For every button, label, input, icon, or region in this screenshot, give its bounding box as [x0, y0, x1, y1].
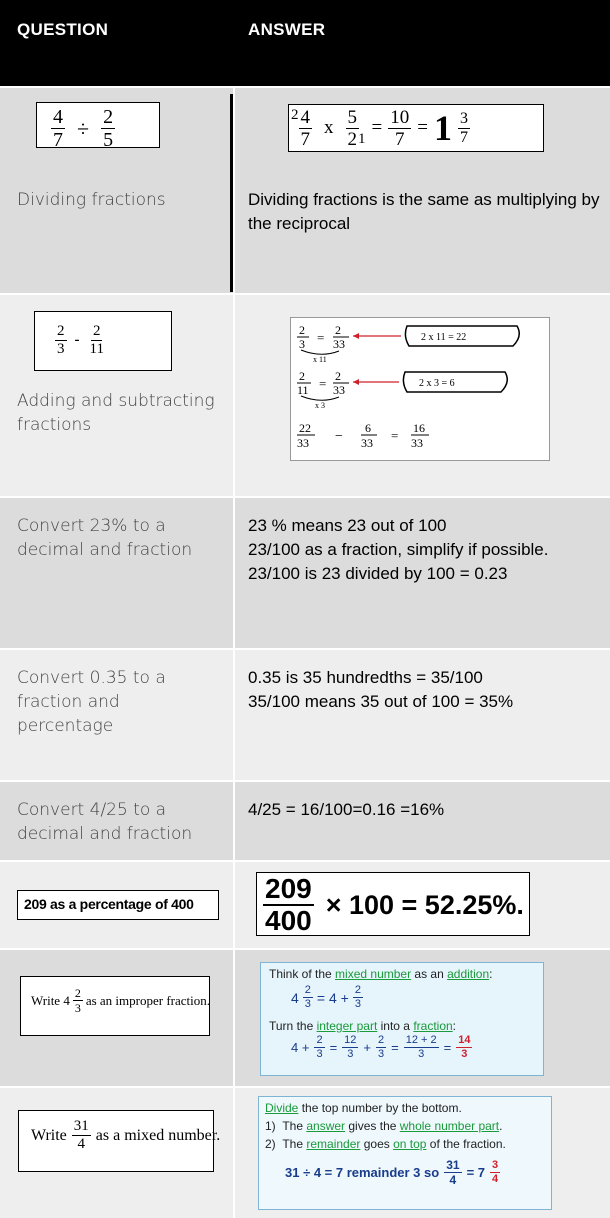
answer-image-adding: 2 3 = 2 33 x 11 2 x 11 = 22 2 11 = 2	[290, 317, 550, 461]
svg-text:2: 2	[299, 369, 305, 383]
answer-line: 4/25 = 16/100=0.16 =16%	[248, 800, 445, 819]
header-answer: ANSWER	[248, 20, 326, 39]
svg-text:16: 16	[413, 421, 425, 435]
question-text: Convert 4/25 to a decimal and fraction	[17, 800, 193, 844]
svg-text:2: 2	[335, 323, 341, 337]
answer-text: Dividing fractions is the same as multip…	[248, 190, 600, 233]
answer-line: 23 % means 23 out of 100	[248, 516, 447, 535]
answer-text: 23 % means 23 out of 100 23/100 as a fra…	[248, 514, 600, 586]
answer-line: 35/100 means 35 out of 100 = 35%	[248, 692, 514, 711]
answer-line: 23/100 is 23 divided by 100 = 0.23	[248, 564, 508, 583]
worked-example-diagram: 2 3 = 2 33 x 11 2 x 11 = 22 2 11 = 2	[297, 323, 520, 450]
header-question: QUESTION	[17, 20, 109, 39]
svg-text:=: =	[319, 376, 326, 391]
svg-text:2 x 3 = 6: 2 x 3 = 6	[419, 378, 455, 389]
answer-text: 0.35 is 35 hundredths = 35/100 35/100 me…	[248, 666, 600, 714]
svg-text:−: −	[335, 429, 343, 444]
svg-text:33: 33	[361, 436, 373, 450]
question-image-percentage: 209 as a percentage of 400	[17, 890, 219, 920]
table-header: QUESTION ANSWER	[0, 0, 610, 86]
svg-text:33: 33	[297, 436, 309, 450]
svg-text:2: 2	[335, 369, 341, 383]
svg-text:2: 2	[299, 323, 305, 337]
svg-text:3: 3	[299, 337, 305, 351]
table-row: Convert 0.35 to a fraction and percentag…	[0, 650, 610, 780]
svg-text:33: 33	[411, 436, 423, 450]
svg-text:22: 22	[299, 421, 311, 435]
svg-text:11: 11	[297, 383, 309, 397]
table-row: Convert 4/25 to a decimal and fraction 4…	[0, 782, 610, 860]
question-text: Adding and subtracting fractions	[17, 391, 215, 435]
answer-image-improper: Think of the mixed number as an addition…	[260, 962, 544, 1076]
answer-text: 4/25 = 16/100=0.16 =16%	[248, 798, 600, 822]
svg-text:33: 33	[333, 337, 345, 351]
answer-line: 0.35 is 35 hundredths = 35/100	[248, 668, 483, 687]
svg-text:2 x 11 = 22: 2 x 11 = 22	[421, 332, 466, 343]
svg-text:x 11: x 11	[313, 355, 327, 364]
answer-line: 23/100 as a fraction, simplify if possib…	[248, 540, 549, 559]
question-text: Convert 23% to a decimal and fraction	[17, 516, 193, 560]
svg-text:33: 33	[333, 383, 345, 397]
svg-text:=: =	[317, 330, 324, 345]
question-text: Convert 0.35 to a fraction and percentag…	[17, 668, 166, 736]
svg-text:6: 6	[365, 421, 371, 435]
table-row: Convert 23% to a decimal and fraction 23…	[0, 498, 610, 648]
column-gap	[233, 88, 235, 1218]
svg-text:=: =	[391, 428, 398, 443]
svg-text:x 3: x 3	[315, 401, 325, 410]
question-text: Dividing fractions	[17, 190, 166, 210]
answer-image-mixed: Divide the top number by the bottom. 1) …	[258, 1096, 552, 1210]
column-divider	[230, 94, 233, 292]
